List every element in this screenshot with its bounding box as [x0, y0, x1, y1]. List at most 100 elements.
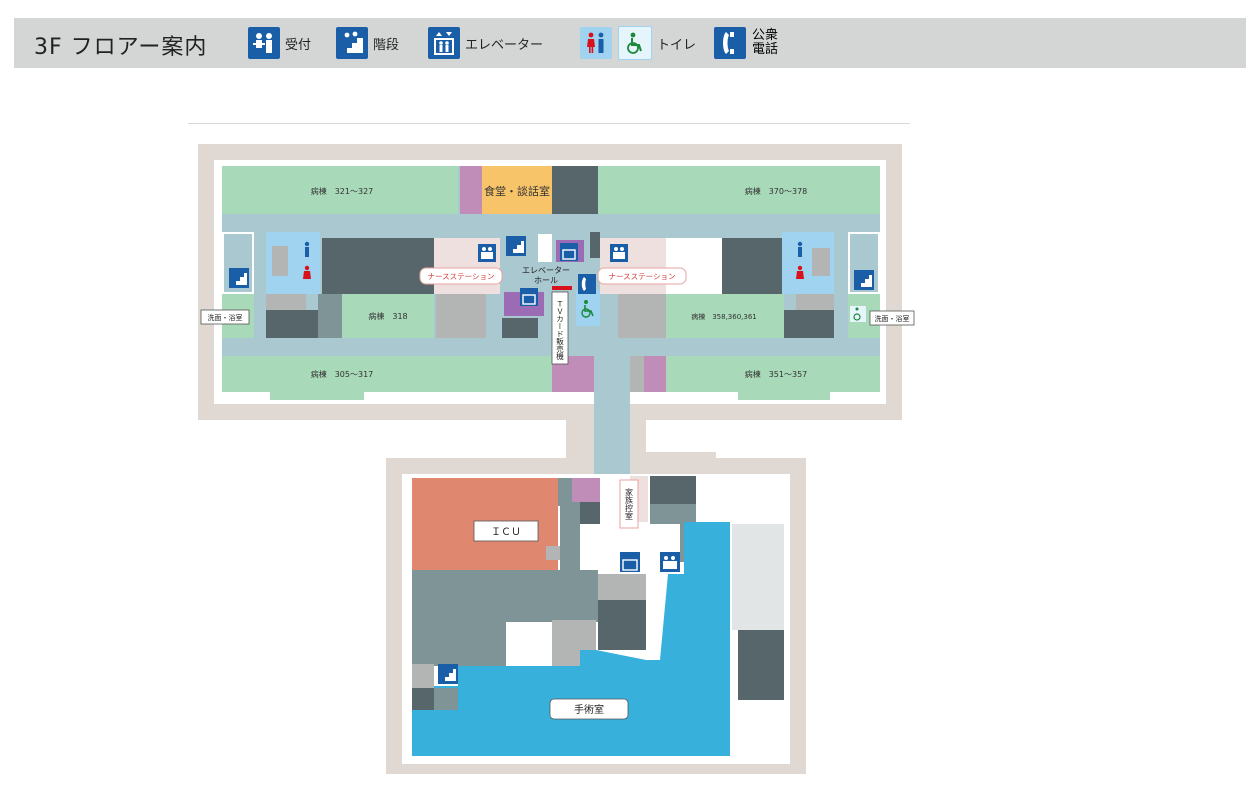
family-room-tag: [619, 479, 639, 529]
reception-icon: [660, 552, 680, 572]
legend-label-reception: 受付: [285, 37, 312, 53]
operating-room: [412, 522, 730, 756]
grey-strip-mid: [630, 356, 644, 392]
ward-318: [342, 294, 434, 338]
left-slate-room: [318, 294, 342, 338]
slate-col: [560, 502, 580, 576]
legend-stairs: 階段: [336, 26, 399, 60]
elevator-icon: [428, 27, 460, 59]
icu-tag: [473, 520, 539, 542]
ward-351-357-ext: [738, 392, 830, 400]
header-divider: [188, 123, 910, 124]
legend-restroom: [580, 26, 612, 60]
accessible-toilet-center: [576, 290, 600, 326]
room-dark-left-1: [322, 238, 390, 294]
floor-header: 3F フロアー案内 受付 階段 エレベーター トイレ 公衆: [14, 18, 1246, 68]
nurse-station-left-label: ナースステーション: [428, 272, 495, 281]
left-dark-room: [266, 310, 318, 338]
stairs-icon: [506, 236, 526, 256]
legend-label-toilet: トイレ: [657, 37, 697, 53]
grey-room-lower-2: [598, 574, 646, 600]
stairs-icon: [854, 270, 874, 290]
stairs-icon: [336, 27, 368, 59]
stairs-icon: [438, 664, 458, 684]
grey-room-left: [436, 294, 486, 338]
dark-room-right-lower: [738, 630, 784, 700]
ward-358-label: 病棟 358,360,361: [691, 312, 757, 321]
ward-321-327-label: 病棟 321〜327: [311, 186, 374, 196]
legend-phone: 公衆 電話: [714, 26, 778, 60]
nurse-station-right-area: [600, 238, 666, 294]
elevator-icon: [620, 552, 640, 572]
slate-room-left: [412, 620, 506, 666]
right-dark-room: [784, 310, 834, 338]
grey-room-right: [618, 294, 666, 338]
ward-305-317-label: 病棟 305〜317: [311, 369, 374, 379]
cafeteria-room: [482, 166, 552, 214]
legend-label-stairs: 階段: [373, 37, 400, 53]
icu-grey-box: [546, 546, 560, 560]
ward-370-378-label: 病棟 370〜378: [745, 186, 808, 196]
ward-370-378: [598, 166, 880, 214]
slate-room-big: [412, 570, 598, 620]
elevator-icon: [560, 243, 578, 261]
wheelchair-icon: [581, 300, 594, 318]
ward-305-317: [222, 356, 552, 392]
nurse-station-right-label: ナースステーション: [609, 272, 676, 281]
legend-label-phone: 公衆 電話: [752, 29, 778, 57]
dark-room-lower-r1: [650, 476, 696, 504]
phone-label-line2: 電話: [752, 42, 779, 57]
washroom-right-tag: [869, 310, 915, 326]
toilet-right-grey: [812, 248, 830, 276]
tv-card-tag: [551, 291, 569, 365]
dark-box-lower: [580, 502, 600, 524]
dark-box-bottom: [412, 688, 434, 710]
slate-strip: [458, 612, 598, 622]
phone-icon: [714, 27, 746, 59]
restroom-icon: [303, 241, 804, 279]
restroom-icon: [580, 27, 612, 59]
room-dark-left-2: [390, 238, 434, 294]
floor-title: 3F フロアー案内: [34, 35, 208, 60]
operating-room-tag: [549, 698, 629, 720]
reception-icon: [610, 244, 628, 262]
wheelchair-icon: [618, 26, 652, 60]
nurse-station-right-tag: [597, 267, 687, 285]
washroom-right-label: 洗面・浴室: [875, 314, 910, 323]
tv-card-marker: [552, 286, 572, 290]
slate-box-bottom: [434, 688, 458, 710]
stair-core-center: [538, 234, 552, 262]
washroom-left-label: 洗面・浴室: [208, 313, 243, 322]
reception-icon: [478, 244, 496, 262]
elevator-icon: [520, 288, 538, 306]
room-purple-4: [572, 478, 600, 502]
slate-box-1: [558, 478, 572, 506]
left-grey-strip: [266, 294, 306, 310]
legend-accessible-toilet: トイレ: [618, 26, 696, 60]
white-room-right: [666, 238, 722, 294]
light-grey-room: [732, 524, 784, 630]
dark-room-center: [502, 318, 538, 338]
elevator-hall-label-2: ホール: [534, 276, 558, 285]
ward-321-327: [222, 166, 458, 214]
slate-room-lower-r1: [650, 504, 696, 524]
reception-icon: [248, 27, 280, 59]
ward-351-357: [666, 356, 880, 392]
phone-icon: [578, 274, 596, 294]
right-grey-strip: [796, 294, 834, 310]
legend-elevator: エレベーター: [428, 26, 543, 60]
room-purple-3: [644, 356, 666, 392]
nurse-station-left-tag: [419, 267, 503, 285]
room-dark-top: [552, 166, 598, 214]
washroom-left-tag: [200, 309, 250, 325]
ward-358: [666, 294, 784, 338]
dark-room-lower: [598, 600, 646, 650]
tv-card-label: ＴＶカード販売機: [555, 300, 564, 361]
elevator-hall-label-1: エレベーター: [522, 266, 570, 275]
ward-351-357-label: 病棟 351〜357: [745, 369, 808, 379]
phone-label-line1: 公衆: [752, 28, 779, 43]
dark-pillar: [590, 232, 600, 258]
room-dark-right-1: [722, 238, 782, 294]
toilet-left-grey: [272, 246, 288, 276]
operating-room-label: 手術室: [574, 703, 604, 716]
